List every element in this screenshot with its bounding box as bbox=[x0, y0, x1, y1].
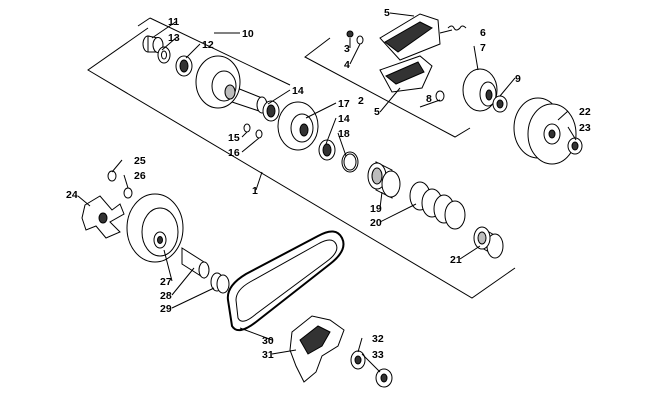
callout-2: 2 bbox=[358, 95, 364, 107]
callout-14-lower: 14 bbox=[338, 113, 350, 125]
fan-part-24 bbox=[81, 195, 125, 239]
driven-fan-part-31 bbox=[289, 315, 345, 383]
washer-part-13 bbox=[157, 46, 171, 64]
callout-22: 22 bbox=[579, 106, 591, 118]
callout-10: 10 bbox=[242, 28, 254, 40]
pin-part-15 bbox=[243, 123, 251, 133]
callout-6: 6 bbox=[480, 27, 486, 39]
callout-21: 21 bbox=[450, 254, 462, 266]
bushing-part-26 bbox=[123, 187, 133, 199]
spring-part-6 bbox=[447, 25, 467, 31]
callout-9: 9 bbox=[515, 73, 521, 85]
nut-part-32 bbox=[350, 350, 366, 370]
callout-15: 15 bbox=[228, 132, 240, 144]
drive-belt-part-30 bbox=[226, 230, 345, 332]
bushing-part-21 bbox=[473, 226, 504, 259]
callout-11: 11 bbox=[168, 16, 179, 28]
callout-12: 12 bbox=[202, 39, 214, 51]
callout-8: 8 bbox=[426, 93, 432, 105]
callout-16: 16 bbox=[228, 147, 240, 159]
nut-part-23 bbox=[567, 137, 583, 155]
bushing-part-29 bbox=[210, 272, 230, 294]
callout-5-lower: 5 bbox=[374, 106, 380, 118]
callout-32: 32 bbox=[372, 333, 384, 345]
callout-20: 20 bbox=[370, 217, 382, 229]
callout-33: 33 bbox=[372, 349, 384, 361]
callout-18: 18 bbox=[338, 128, 350, 140]
callout-3: 3 bbox=[344, 43, 350, 55]
assembly-10-outline bbox=[137, 17, 291, 86]
pin-part-8 bbox=[435, 90, 445, 102]
callout-25: 25 bbox=[134, 155, 146, 167]
callout-7: 7 bbox=[480, 42, 486, 54]
callout-26: 26 bbox=[134, 170, 146, 182]
washer-part-25 bbox=[107, 170, 117, 182]
pin-part-16 bbox=[255, 129, 263, 139]
clutch-shoe-part-5-lower bbox=[379, 55, 433, 93]
callout-17: 17 bbox=[338, 98, 350, 110]
bearing-part-12 bbox=[175, 55, 193, 77]
o-ring-part-18 bbox=[341, 151, 359, 173]
assembly-2-outline bbox=[304, 37, 471, 138]
sheave-part-27 bbox=[126, 193, 184, 263]
carrier-plate-part-7 bbox=[462, 68, 498, 112]
bearing-part-14-upper bbox=[262, 100, 280, 122]
nut-part-33 bbox=[375, 368, 393, 388]
callout-29: 29 bbox=[160, 303, 172, 315]
callout-24: 24 bbox=[66, 189, 78, 201]
callout-5-upper: 5 bbox=[384, 7, 390, 19]
leader-lines bbox=[77, 12, 577, 373]
callout-4: 4 bbox=[344, 59, 350, 71]
bearing-part-14-lower bbox=[318, 139, 336, 161]
sleeve-part-28 bbox=[181, 247, 210, 279]
callout-19: 19 bbox=[370, 203, 382, 215]
spring-part-20 bbox=[409, 181, 466, 230]
sleeve-part-19 bbox=[367, 161, 401, 199]
callout-labels: 1 2 3 4 5 5 6 7 8 9 10 11 12 13 14 14 15… bbox=[66, 7, 591, 361]
clutch-drum-part-22 bbox=[513, 97, 577, 165]
fixed-sheave-part-17 bbox=[277, 101, 319, 151]
nut-part-9 bbox=[492, 95, 508, 113]
callout-31: 31 bbox=[262, 349, 274, 361]
callout-13: 13 bbox=[168, 32, 180, 44]
callout-30: 30 bbox=[262, 335, 274, 347]
callout-28: 28 bbox=[160, 290, 172, 302]
callout-23: 23 bbox=[579, 122, 591, 134]
callout-14-upper: 14 bbox=[292, 85, 304, 97]
callout-1: 1 bbox=[252, 185, 258, 197]
assembly-1-outline bbox=[87, 27, 516, 299]
callout-27: 27 bbox=[160, 276, 172, 288]
moveable-sheave-part-10 bbox=[195, 55, 268, 114]
clutch-shoe-part-5-upper bbox=[379, 13, 441, 61]
